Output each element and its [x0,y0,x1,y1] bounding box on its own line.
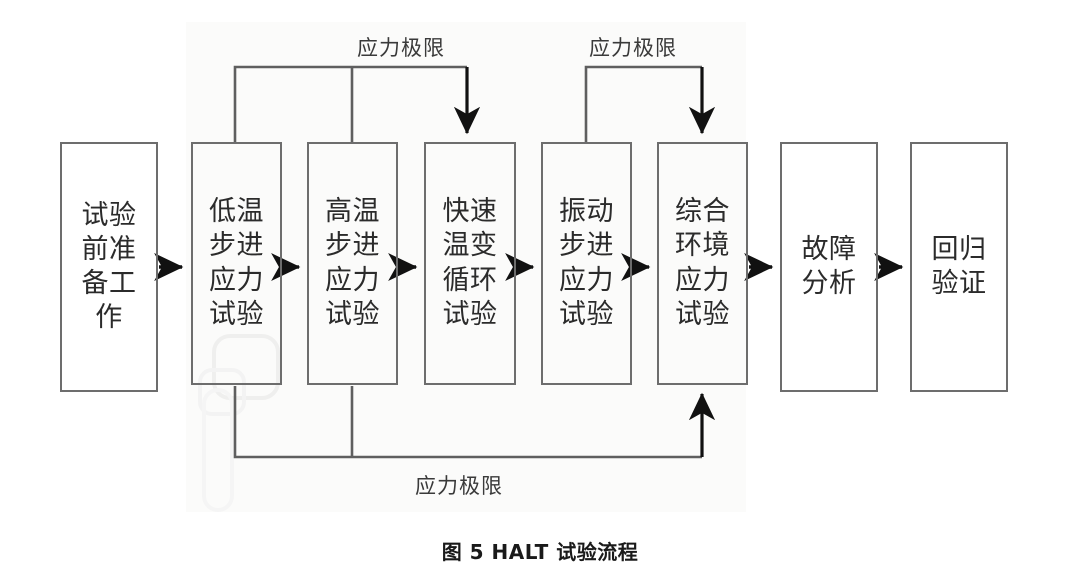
node-low-temp-step-stress-label: 低温 步进 应力 试验 [209,196,264,330]
node-regression-verification-label: 回归 验证 [931,233,987,299]
edge-label-stress-limit-top-right: 应力极限 [589,36,677,60]
node-fault-analysis-label: 故障 分析 [801,233,857,299]
node-rapid-temp-cycle-label: 快速 温变 循环 试验 [442,196,498,330]
edge-label-stress-limit-top-left: 应力极限 [357,36,445,60]
node-low-temp-step-stress[interactable]: 低温 步进 应力 试验 [191,142,282,385]
node-high-temp-step-stress-label: 高温 步进 应力 试验 [325,196,380,330]
node-prep[interactable]: 试验 前准 备工 作 [60,142,158,392]
node-vibration-step-stress[interactable]: 振动 步进 应力 试验 [541,142,632,385]
node-prep-label: 试验 前准 备工 作 [81,199,137,334]
node-regression-verification[interactable]: 回归 验证 [910,142,1008,392]
node-high-temp-step-stress[interactable]: 高温 步进 应力 试验 [307,142,398,385]
node-combined-env-stress[interactable]: 综合 环境 应力 试验 [657,142,748,385]
node-vibration-step-stress-label: 振动 步进 应力 试验 [559,196,614,330]
feedback-top-right-path [584,65,702,142]
node-combined-env-stress-label: 综合 环境 应力 试验 [675,196,730,330]
edge-label-stress-limit-bottom: 应力极限 [415,474,503,498]
figure-caption: 图 5 HALT 试验流程 [441,540,639,564]
node-rapid-temp-cycle[interactable]: 快速 温变 循环 试验 [424,142,516,385]
feedback-top-left-path [233,65,467,142]
feedback-bottom-path [233,386,702,459]
node-fault-analysis[interactable]: 故障 分析 [780,142,878,392]
